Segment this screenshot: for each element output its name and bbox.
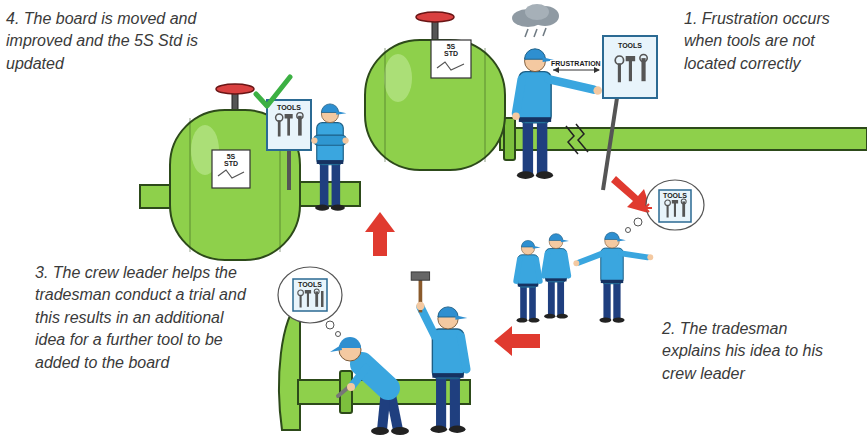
cycle-arrows xyxy=(365,176,652,356)
step-caption: 3. The crew leader helps the tradesman c… xyxy=(35,262,250,374)
scene-four xyxy=(140,77,360,260)
step-caption: 4. The board is moved and improved and t… xyxy=(6,8,231,75)
scene-three xyxy=(278,267,470,435)
step-caption: 1. Frustration occurs when tools are not… xyxy=(684,8,862,75)
scene-two xyxy=(516,180,704,323)
board-title: TOOLS xyxy=(618,42,642,49)
standard-label: 5S STD xyxy=(440,43,462,57)
board-title: TOOLS xyxy=(298,281,322,288)
arrow-label: FRUSTRATION xyxy=(550,60,602,67)
step-caption: 2. The tradesman explains his idea to hi… xyxy=(662,318,842,385)
standard-label: 5S STD xyxy=(220,153,242,167)
board-title: TOOLS xyxy=(277,104,301,111)
scene-one xyxy=(365,4,867,190)
board-title: TOOLS xyxy=(663,192,687,199)
